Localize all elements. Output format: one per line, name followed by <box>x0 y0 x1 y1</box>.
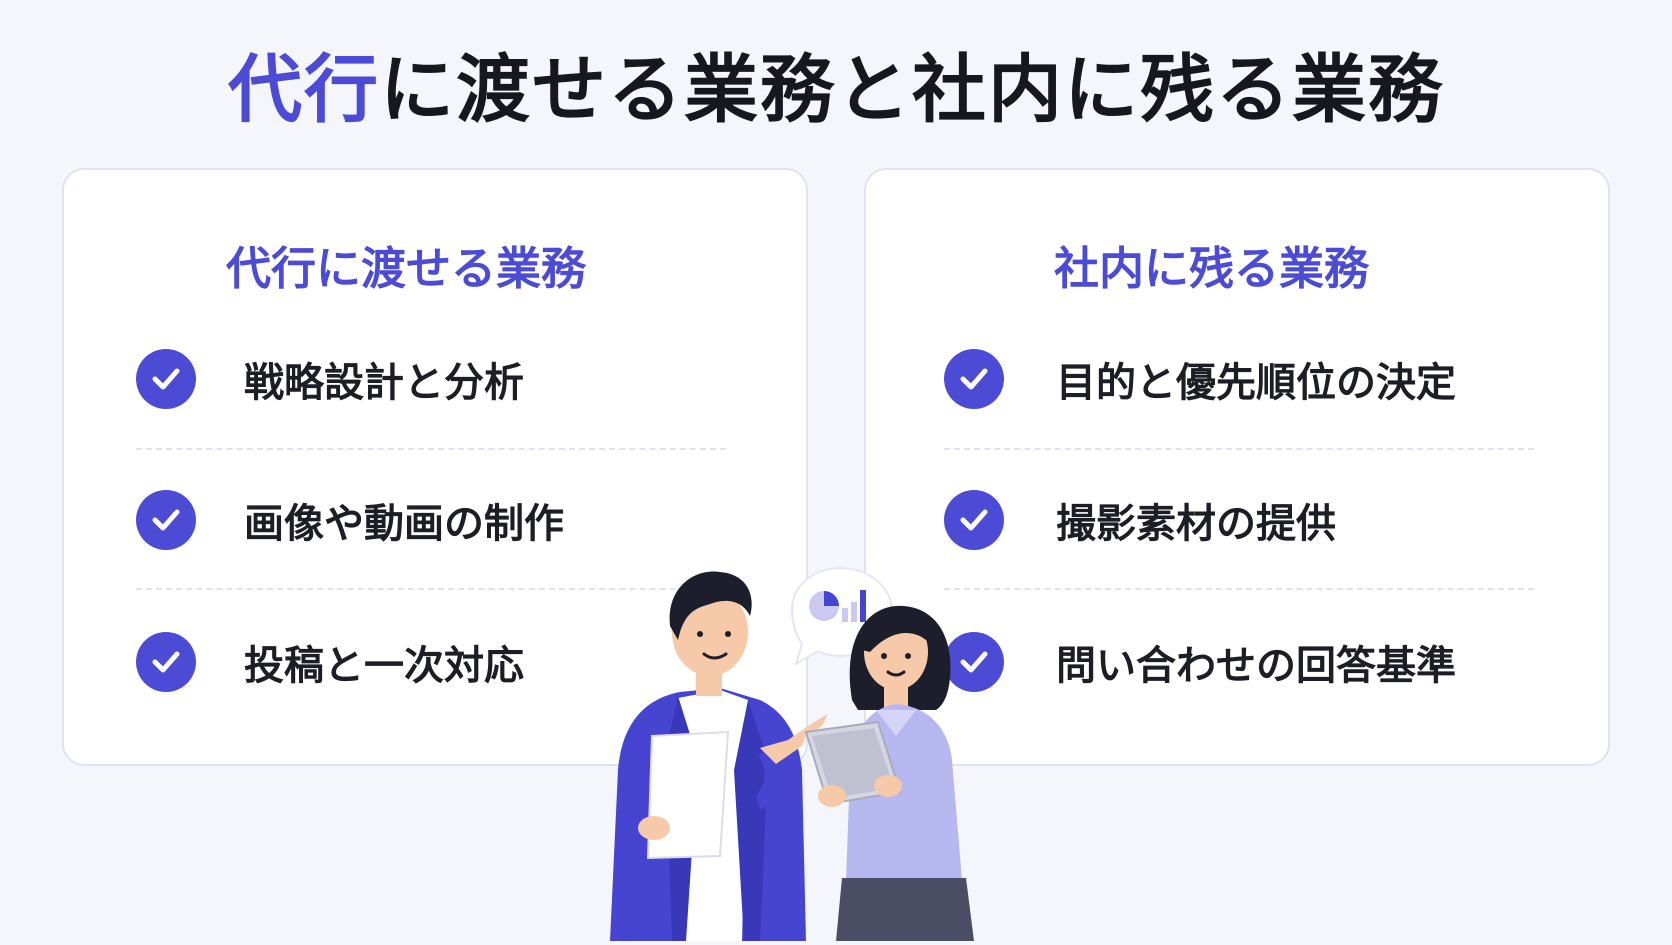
list-item-label: 画像や動画の制作 <box>244 501 564 547</box>
divider <box>944 588 1534 590</box>
in-house-tasks-card: 社内に残る業務 目的と優先順位の決定 撮影素材の提供 問い合わせの回答基準 <box>864 168 1610 766</box>
check-circle-icon <box>136 632 196 692</box>
list-item-label: 目的と優先順位の決定 <box>1056 360 1456 406</box>
list-item: 撮影素材の提供 <box>944 490 1336 550</box>
woman-figure <box>804 605 974 941</box>
check-circle-icon <box>944 490 1004 550</box>
two-people-discussion-illustration <box>570 560 1090 941</box>
divider <box>136 448 726 450</box>
page-title-rest: に渡せる業務と社内に残る業務 <box>380 47 1444 133</box>
check-circle-icon <box>136 349 196 409</box>
page-title: 代行に渡せる業務と社内に残る業務 <box>0 46 1672 135</box>
check-circle-icon <box>944 632 1004 692</box>
list-item: 問い合わせの回答基準 <box>944 632 1456 692</box>
divider <box>136 588 726 590</box>
list-item: 目的と優先順位の決定 <box>944 349 1456 409</box>
list-item: 投稿と一次対応 <box>136 632 524 692</box>
list-item-label: 撮影素材の提供 <box>1056 501 1336 547</box>
list-item-label: 戦略設計と分析 <box>244 360 524 406</box>
check-circle-icon <box>136 490 196 550</box>
man-figure <box>610 571 828 941</box>
list-item-label: 投稿と一次対応 <box>244 643 524 689</box>
delegable-tasks-heading: 代行に渡せる業務 <box>226 242 587 295</box>
page-title-accent: 代行 <box>228 47 380 133</box>
check-circle-icon <box>944 349 1004 409</box>
divider <box>944 448 1534 450</box>
in-house-tasks-heading: 社内に残る業務 <box>1054 242 1370 295</box>
list-item: 画像や動画の制作 <box>136 490 564 550</box>
list-item-label: 問い合わせの回答基準 <box>1056 643 1456 689</box>
delegable-tasks-card: 代行に渡せる業務 戦略設計と分析 画像や動画の制作 投稿と一次対応 <box>62 168 808 766</box>
list-item: 戦略設計と分析 <box>136 349 524 409</box>
